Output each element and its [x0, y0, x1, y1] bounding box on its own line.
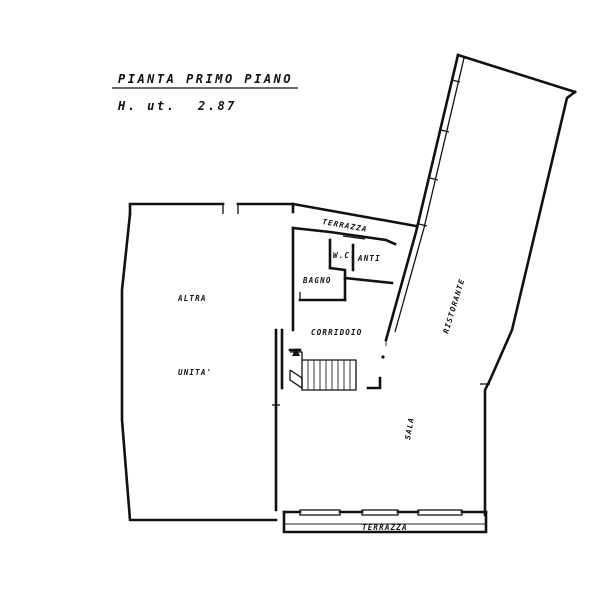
terrazza-top-wall [291, 202, 418, 228]
label-corridoio: CORRIDOIO [311, 328, 362, 337]
label-sala: SALA [403, 416, 416, 440]
altra-wall-left [120, 212, 278, 522]
terrazza-bottom-area [282, 509, 488, 534]
label-altra: ALTRA [177, 294, 207, 303]
label-ristorante: RISTORANTE [441, 277, 466, 334]
height-value: 2.87 [197, 99, 237, 113]
label-bagno: BAGNO [302, 276, 332, 285]
terrazza-bottom-outline [282, 510, 488, 534]
corridoio-dot [381, 355, 385, 359]
corridoio-area [280, 328, 382, 390]
ristorante-area [384, 53, 577, 517]
label-terrazza-bottom: TERRAZZA [362, 523, 408, 532]
french-window-1 [299, 509, 341, 516]
window-tick-3 [429, 177, 439, 181]
altra-unita-area [120, 202, 295, 522]
window-tick-4 [418, 223, 428, 227]
altra-wall-top-right [236, 202, 295, 214]
bagno-right-wall [328, 266, 347, 302]
staircase [289, 348, 385, 391]
french-window-3 [417, 509, 463, 516]
label-wc: W.C. [333, 251, 356, 260]
ristorante-left-window-line [394, 57, 465, 333]
height-label: H. ut. [117, 99, 176, 113]
stair-landing [289, 369, 303, 390]
stair-outline [290, 351, 357, 391]
services-block [291, 202, 418, 332]
ristorante-right-wall [483, 90, 577, 517]
terrazza-inner-wall [291, 226, 397, 246]
altra-wall-top-left [128, 202, 225, 216]
stair-right-stub [366, 376, 382, 390]
anti-bottom-wall [343, 276, 394, 285]
stair-arrow-icon [292, 348, 300, 356]
ristorante-top-wall [456, 53, 577, 94]
ristorante-left-wall [384, 53, 460, 342]
terrazza-window-2 [342, 235, 366, 240]
label-unita: UNITA' [178, 368, 212, 377]
label-anti: ANTI [357, 254, 381, 263]
french-window-2 [361, 509, 399, 516]
terrazza-window-1 [312, 229, 331, 233]
window-tick-2 [440, 129, 450, 133]
window-tick-1 [451, 79, 461, 83]
plan-title: PIANTA PRIMO PIANO [118, 72, 293, 86]
title-block: PIANTA PRIMO PIANO H. ut. 2.87 [112, 72, 298, 113]
